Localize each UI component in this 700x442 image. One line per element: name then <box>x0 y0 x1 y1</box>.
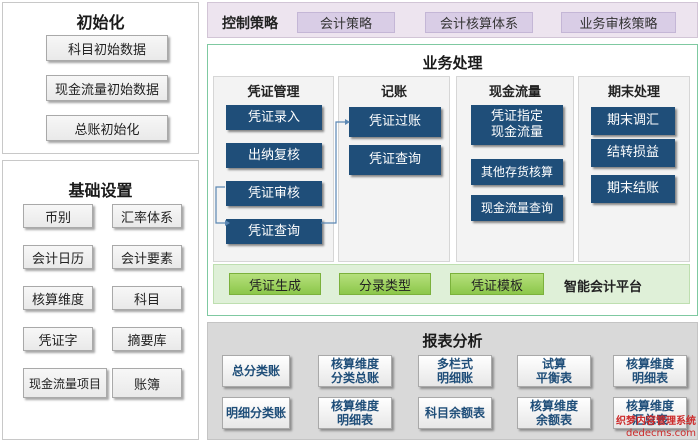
detail-ledger-report[interactable]: 明细分类账 <box>222 397 290 429</box>
other-inventory-accounting-button[interactable]: 其他存货核算 <box>471 159 563 185</box>
control-strategy-strip: 控制策略 会计策略 会计核算体系 业务审核策略 <box>207 2 698 38</box>
watermark-line2: dedecms.com <box>626 428 696 439</box>
period-end-column: 期末处理 期末调汇 结转损益 期末结账 <box>578 76 690 262</box>
cashier-review-button[interactable]: 出纳复核 <box>226 143 322 168</box>
basic-settings-panel: 基础设置 币别 汇率体系 会计日历 会计要素 核算维度 科目 凭证字 摘要库 现… <box>2 160 199 440</box>
period-end-close-button[interactable]: 期末结账 <box>591 175 675 203</box>
voucher-generate-button[interactable]: 凭证生成 <box>229 273 321 295</box>
report-analysis-panel: 报表分析 总分类账 核算维度 分类总账 多栏式 明细账 试算 平衡表 核算维度 … <box>207 322 698 440</box>
voucher-word-button[interactable]: 凭证字 <box>23 327 93 351</box>
voucher-audit-button[interactable]: 凭证审核 <box>226 181 322 206</box>
entry-type-button[interactable]: 分录类型 <box>339 273 431 295</box>
multi-column-detail-report[interactable]: 多栏式 明细账 <box>418 355 492 387</box>
cashflow-column: 现金流量 凭证指定 现金流量 其他存货核算 现金流量查询 <box>456 76 574 262</box>
accounting-strategy-button[interactable]: 会计策略 <box>297 12 395 33</box>
watermark: 织梦内容管理系统 dedecms.com <box>616 416 696 440</box>
ledger-book-button[interactable]: 账簿 <box>112 368 182 398</box>
voucher-entry-button[interactable]: 凭证录入 <box>226 105 322 130</box>
general-ledger-report[interactable]: 总分类账 <box>222 355 290 387</box>
subject-balance-report[interactable]: 科目余额表 <box>418 397 492 429</box>
dimension-detail-report[interactable]: 核算维度 明细表 <box>613 355 687 387</box>
dimension-detail-report-2[interactable]: 核算维度 明细表 <box>318 397 392 429</box>
report-analysis-title: 报表分析 <box>422 332 483 350</box>
currency-button[interactable]: 币别 <box>23 204 93 228</box>
init-panel: 初始化 科目初始数据 现金流量初始数据 总账初始化 <box>2 2 199 154</box>
dimension-balance-report[interactable]: 核算维度 余额表 <box>517 397 591 429</box>
voucher-posting-button[interactable]: 凭证过账 <box>349 107 441 137</box>
intelligent-platform-strip: 凭证生成 分录类型 凭证模板 智能会计平台 <box>213 264 690 304</box>
voucher-management-title: 凭证管理 <box>247 85 300 100</box>
bookkeeping-column: 记账 凭证过账 凭证查询 <box>338 76 450 262</box>
trial-balance-report[interactable]: 试算 平衡表 <box>517 355 591 387</box>
bookkeeping-title: 记账 <box>380 85 407 100</box>
accounting-dimension-button[interactable]: 核算维度 <box>23 286 93 310</box>
cashflow-item-button[interactable]: 现金流量项目 <box>23 368 107 398</box>
ledger-voucher-query-button[interactable]: 凭证查询 <box>349 145 441 175</box>
subject-button[interactable]: 科目 <box>112 286 182 310</box>
voucher-management-column: 凭证管理 凭证录入 出纳复核 凭证审核 凭证查询 <box>213 76 334 262</box>
carry-forward-pl-button[interactable]: 结转损益 <box>591 139 675 167</box>
accounting-system-button[interactable]: 会计核算体系 <box>425 12 533 33</box>
init-cashflow-data-button[interactable]: 现金流量初始数据 <box>46 75 168 101</box>
intelligent-platform-title: 智能会计平台 <box>564 280 643 295</box>
voucher-query-button[interactable]: 凭证查询 <box>226 219 322 244</box>
accounting-elements-button[interactable]: 会计要素 <box>112 245 182 269</box>
dimension-general-ledger-report[interactable]: 核算维度 分类总账 <box>318 355 392 387</box>
business-processing-panel: 业务处理 凭证管理 凭证录入 出纳复核 凭证审核 凭证查询 记账 凭证过账 凭证… <box>207 44 698 316</box>
summary-library-button[interactable]: 摘要库 <box>112 327 182 351</box>
business-processing-title: 业务处理 <box>422 54 483 72</box>
voucher-template-button[interactable]: 凭证模板 <box>450 273 544 295</box>
exchange-rate-system-button[interactable]: 汇率体系 <box>112 204 182 228</box>
init-title: 初始化 <box>76 13 125 32</box>
basic-settings-title: 基础设置 <box>68 181 133 200</box>
period-end-title: 期末处理 <box>607 85 660 100</box>
dimension-summary-report[interactable]: 核算维度 汇总表 <box>613 397 687 429</box>
cashflow-query-button[interactable]: 现金流量查询 <box>471 195 563 221</box>
period-end-exchange-button[interactable]: 期末调汇 <box>591 107 675 135</box>
init-subject-data-button[interactable]: 科目初始数据 <box>46 35 168 61</box>
init-ledger-button[interactable]: 总账初始化 <box>46 115 168 141</box>
assign-cashflow-button[interactable]: 凭证指定 现金流量 <box>471 105 563 145</box>
watermark-line1: 织梦内容管理系统 <box>616 416 696 427</box>
accounting-calendar-button[interactable]: 会计日历 <box>23 245 93 269</box>
cashflow-title: 现金流量 <box>488 85 541 100</box>
control-strategy-title: 控制策略 <box>222 16 278 32</box>
business-audit-strategy-button[interactable]: 业务审核策略 <box>561 12 676 33</box>
